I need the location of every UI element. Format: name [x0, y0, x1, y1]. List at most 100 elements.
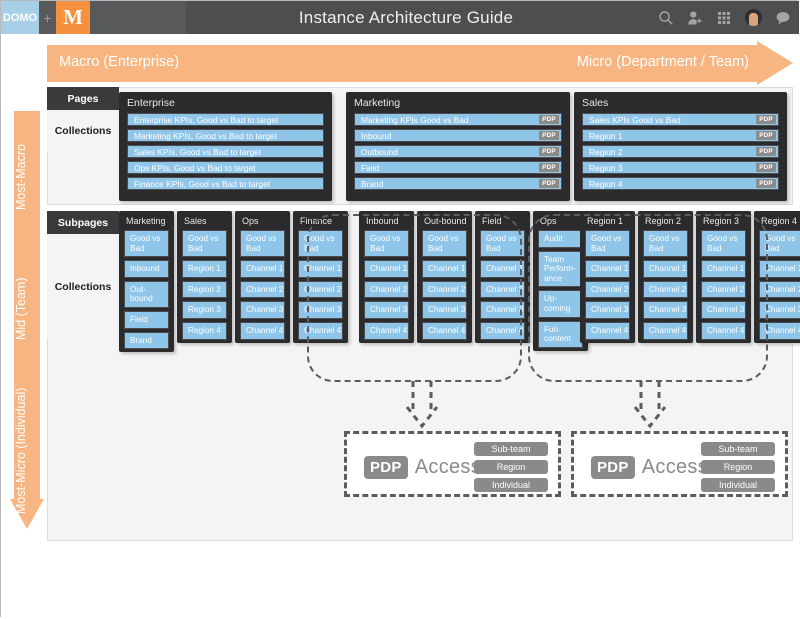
subpage-collection-item[interactable]: Channel 4: [759, 321, 800, 340]
subpage-collection-item[interactable]: Channel 4: [480, 321, 525, 340]
subpage-collection-item[interactable]: Channel 2: [643, 280, 688, 299]
subpage-collection-item[interactable]: Fun content: [538, 320, 583, 348]
subpage-collection-item[interactable]: Channel 3: [643, 301, 688, 319]
subpage-collection-item[interactable]: Channel 2: [759, 280, 800, 299]
domo-logo[interactable]: DOMO: [1, 1, 39, 34]
subpage-collection-item[interactable]: Channel 4: [585, 321, 630, 340]
subpage-collection-item[interactable]: Channel 4: [643, 321, 688, 340]
pdp-chip-sub-team[interactable]: Sub-team: [701, 442, 775, 456]
subpage-collection-item[interactable]: Region 3: [182, 301, 227, 319]
subpage-collection-item[interactable]: Region 2: [182, 280, 227, 299]
pdp-chip-individual[interactable]: Individual: [474, 478, 548, 492]
diagram-canvas: Macro (Enterprise) Micro (Department / T…: [1, 34, 800, 618]
subpage-collection-item[interactable]: Channel 3: [364, 301, 409, 319]
subpage-collection-item[interactable]: Channel 4: [422, 321, 467, 340]
apps-grid-icon[interactable]: [716, 10, 732, 26]
subpage-collection-item[interactable]: Channel 2: [240, 280, 285, 299]
subpage-collection-item[interactable]: Channel 2: [480, 280, 525, 299]
page-collection-item[interactable]: Finance KPIs, Good vs Bad to target: [127, 177, 324, 190]
page-collection-item[interactable]: Ops KPIs, Good vs Bad to target: [127, 161, 324, 174]
subpage-collection-item[interactable]: Channel 1: [759, 260, 800, 278]
subpage-collection-item[interactable]: Channel 3: [585, 301, 630, 319]
search-icon[interactable]: [658, 10, 674, 26]
subpage-collection-item[interactable]: Good vs Bad: [585, 230, 630, 258]
topbar-icon-group: [658, 1, 791, 34]
subpage-collection-item[interactable]: Channel 3: [701, 301, 746, 319]
subpage-collection-item[interactable]: Brand: [124, 331, 169, 350]
add-user-icon[interactable]: [687, 10, 703, 26]
subpage-collection-item[interactable]: Good vs Bad: [422, 230, 467, 258]
subpage-collection-item[interactable]: Good vs Bad: [124, 230, 169, 258]
marketing-subpages-grouping: [307, 214, 522, 382]
pdp-chip-region[interactable]: Region: [474, 460, 548, 474]
subpage-collection-item[interactable]: Channel 4: [364, 321, 409, 340]
subpage-collection-item[interactable]: Good vs Bad: [240, 230, 285, 258]
subpage-collection-item[interactable]: Channel 1: [364, 260, 409, 278]
subpage-collection-item[interactable]: Channel 3: [759, 301, 800, 319]
pdp-chip-sub-team[interactable]: Sub-team: [474, 442, 548, 456]
subpage-collection-item[interactable]: Channel 4: [701, 321, 746, 340]
subpage-collection-item[interactable]: Channel 2: [298, 280, 343, 299]
subpage-collection-item[interactable]: Channel 2: [422, 280, 467, 299]
subpage-collection-item[interactable]: Channel 3: [480, 301, 525, 319]
page-collection-item[interactable]: Marketing KPIs, Good vs Bad to target: [127, 129, 324, 142]
subpage-collection-item[interactable]: Good vs Bad: [364, 230, 409, 258]
subpage-collection-item[interactable]: Good vs Bad: [182, 230, 227, 258]
subpage-column-title: Region 2: [645, 216, 682, 226]
pdp-chip-individual[interactable]: Individual: [701, 478, 775, 492]
subpage-collection-item[interactable]: Channel 4: [298, 321, 343, 340]
subpage-collection-item[interactable]: Channel 2: [701, 280, 746, 299]
subpage-collection-item[interactable]: Channel 1: [422, 260, 467, 278]
subpage-collection-item[interactable]: Channel 1: [298, 260, 343, 278]
subpage-collection-item[interactable]: Team Perform-​ance: [538, 250, 583, 288]
subpage-collection-item[interactable]: Region 4: [182, 321, 227, 340]
subpage-collection-item[interactable]: Channel 2: [364, 280, 409, 299]
subpage-collection-item[interactable]: Good vs Bad: [643, 230, 688, 258]
subpage-collection-item[interactable]: Field: [124, 310, 169, 329]
subpage-collection-item[interactable]: Channel 1: [480, 260, 525, 278]
subpage-collection-item[interactable]: Channel 1: [585, 260, 630, 278]
pdp-badge: PDP: [591, 456, 635, 479]
subpage-collection-item[interactable]: Channel 3: [422, 301, 467, 319]
page-collection-item[interactable]: Enterprise KPIs, Good vs Bad to target: [127, 113, 324, 126]
pdp-chip-region[interactable]: Region: [701, 460, 775, 474]
subpage-collection-item[interactable]: Channel 2: [585, 280, 630, 299]
subpage-collection-item[interactable]: Inbound: [124, 260, 169, 278]
m-logo[interactable]: M: [56, 1, 90, 34]
page-collection-item[interactable]: Sales KPIs, Good vs Bad to target: [127, 145, 324, 158]
subpage-collection-item[interactable]: Channel 4: [240, 321, 285, 340]
subpage-collection-item[interactable]: Channel 3: [240, 301, 285, 319]
chat-bubble-icon[interactable]: [775, 10, 791, 26]
subpage-collection-item[interactable]: Channel 1: [643, 260, 688, 278]
subpage-collection-item[interactable]: Channel 3: [298, 301, 343, 319]
subpage-collection-item[interactable]: Up-​coming: [538, 290, 583, 318]
subpage-collection-item[interactable]: Good vs Bad: [701, 230, 746, 258]
subpage-collection-item[interactable]: Channel 1: [240, 260, 285, 278]
subpage-collection-item[interactable]: Out-​bound: [124, 280, 169, 308]
subpage-collection-item[interactable]: Channel 1: [701, 260, 746, 278]
avatar[interactable]: [745, 9, 762, 26]
subpage-collection-item[interactable]: Region 1: [182, 260, 227, 278]
